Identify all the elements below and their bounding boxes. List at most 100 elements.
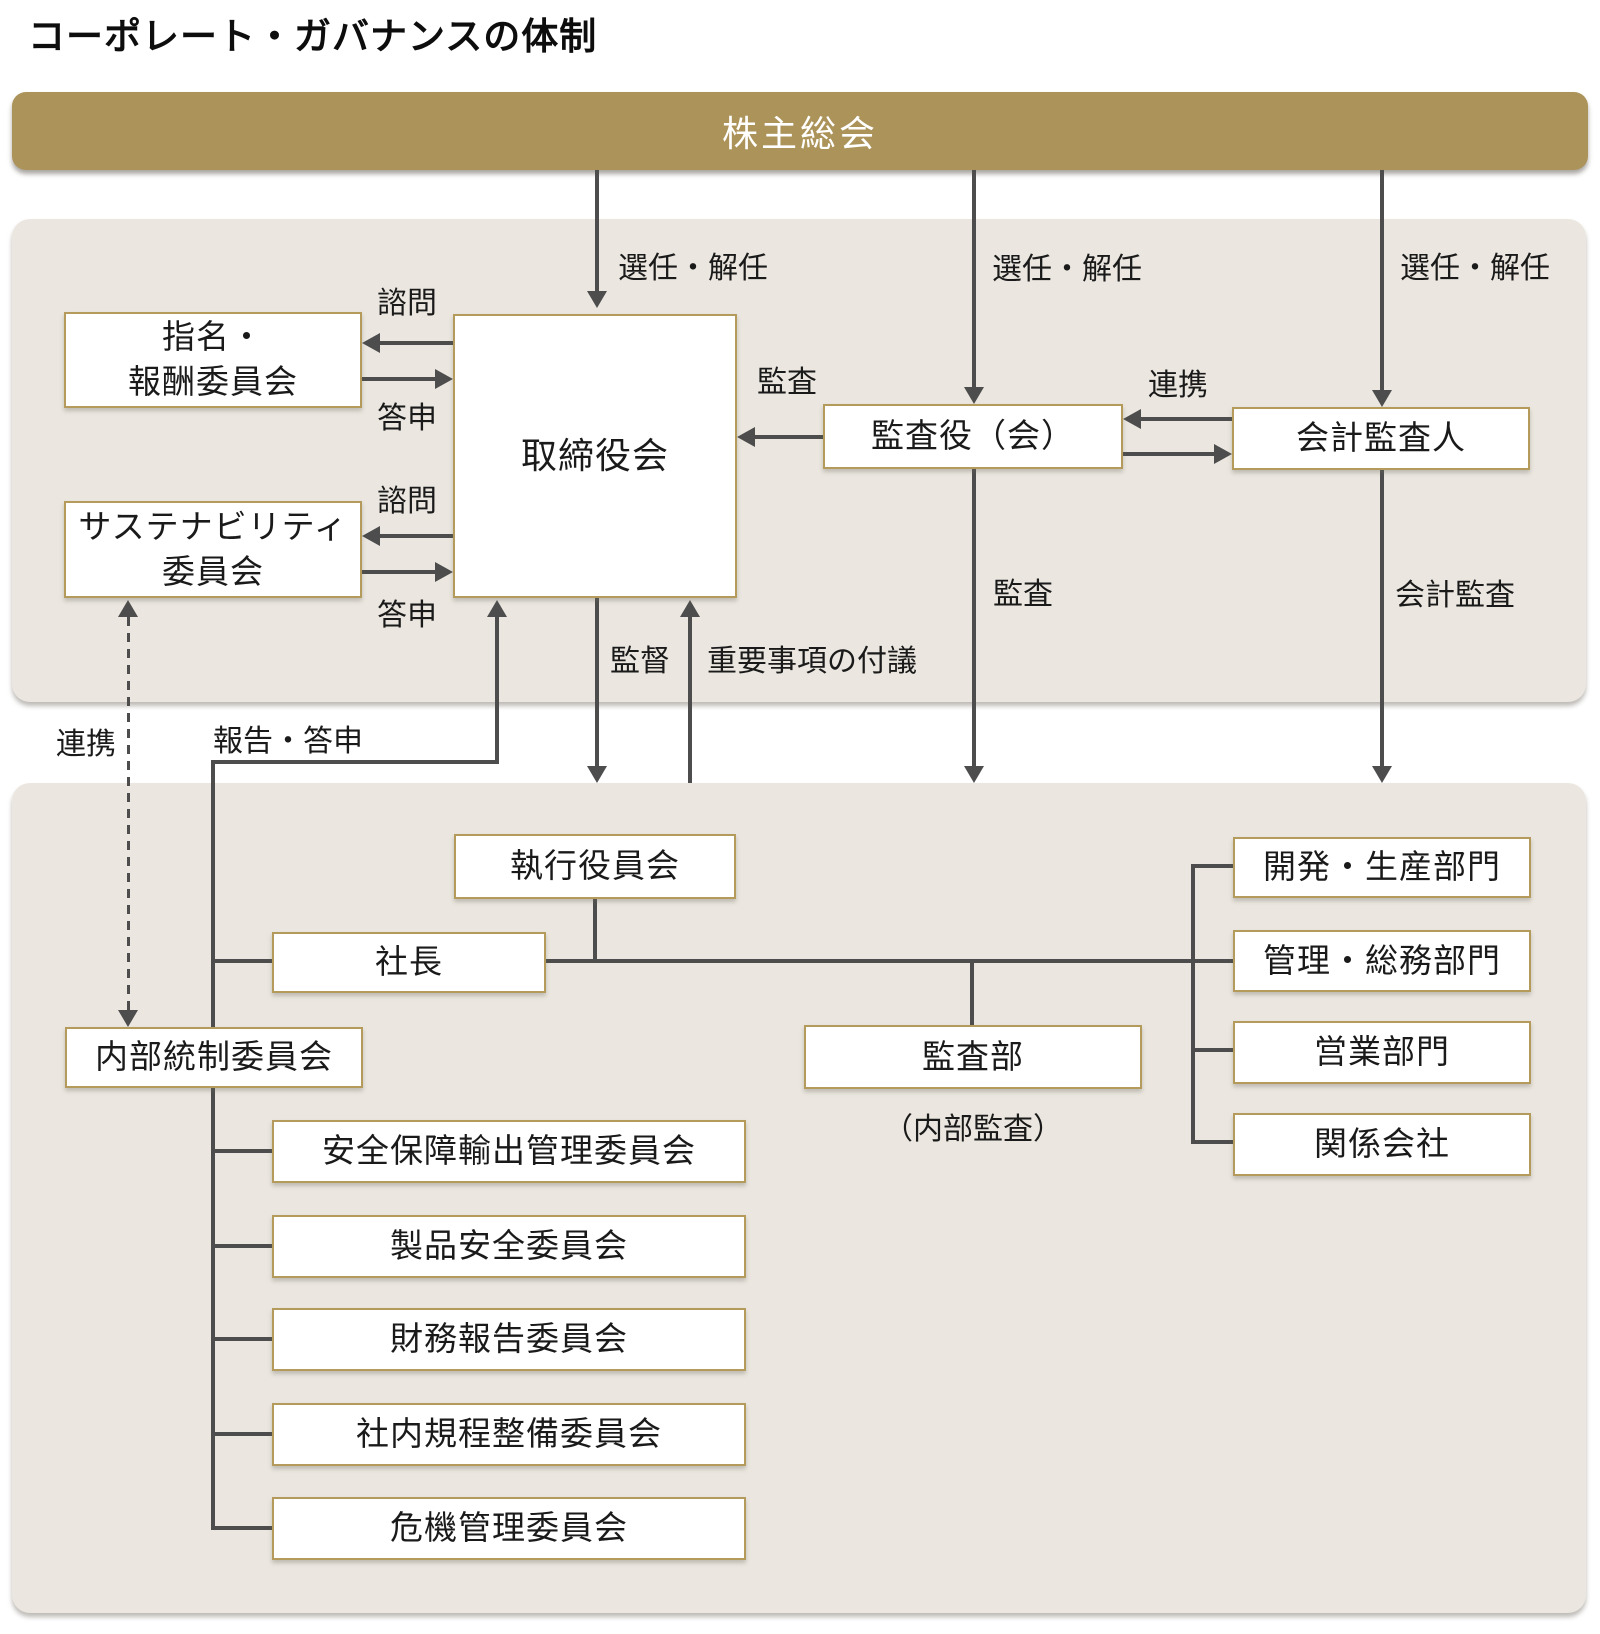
edge-report-nomination-line bbox=[362, 377, 435, 381]
arrowhead-down-icon bbox=[1372, 390, 1392, 407]
arrowhead-right-icon bbox=[435, 562, 453, 582]
arrowhead-up-icon bbox=[680, 600, 700, 617]
committee-stub-3 bbox=[213, 1337, 272, 1341]
lower-panel bbox=[12, 783, 1586, 1613]
edge-appoint-board-line bbox=[595, 170, 599, 292]
node-nomination-line1: 指名・ bbox=[162, 318, 264, 356]
node-security-export-label: 安全保障輸出管理委員会 bbox=[322, 1132, 696, 1170]
label-important-matters: 重要事項の付議 bbox=[707, 645, 917, 678]
node-internal-control-committee: 内部統制委員会 bbox=[65, 1027, 363, 1088]
arrowhead-down-icon bbox=[964, 387, 984, 404]
arrowhead-left-icon bbox=[737, 427, 755, 447]
edge-report-sustainability-line bbox=[362, 570, 435, 574]
node-internal-regulations-committee: 社内規程整備委員会 bbox=[272, 1403, 746, 1466]
node-audit-department: 監査部 bbox=[804, 1025, 1142, 1089]
arrowhead-left-icon bbox=[1123, 409, 1141, 429]
node-product-safety-committee: 製品安全委員会 bbox=[272, 1215, 746, 1278]
edge-auditboard-auditor-line bbox=[1123, 452, 1214, 456]
committee-stub-5 bbox=[213, 1526, 272, 1530]
node-division-administration-label: 管理・総務部門 bbox=[1263, 941, 1501, 979]
edge-report-reply-horizontal bbox=[213, 760, 499, 764]
arrowhead-down-icon bbox=[1372, 766, 1392, 783]
label-cooperate-left: 連携 bbox=[56, 728, 116, 761]
arrowhead-up-icon bbox=[118, 600, 138, 617]
node-internal-control-label: 内部統制委員会 bbox=[95, 1038, 333, 1076]
node-financial-reporting-label: 財務報告委員会 bbox=[390, 1320, 628, 1358]
division-stub-1 bbox=[1191, 864, 1233, 868]
arrowhead-up-icon bbox=[487, 600, 507, 617]
node-financial-reporting-committee: 財務報告委員会 bbox=[272, 1308, 746, 1371]
node-audit-board: 監査役（会） bbox=[823, 404, 1123, 469]
edge-accounting-audit-line bbox=[1380, 470, 1384, 767]
edge-cooperate-dashed-line bbox=[127, 617, 130, 1011]
arrowhead-down-icon bbox=[587, 291, 607, 308]
node-affiliated-companies-label: 関係会社 bbox=[1314, 1125, 1450, 1163]
label-audit-down: 監査 bbox=[993, 578, 1053, 611]
committee-stub-2 bbox=[213, 1244, 272, 1248]
edge-consult-sustainability-line bbox=[380, 534, 453, 538]
division-stub-4 bbox=[1191, 1140, 1233, 1144]
divisions-riser-line bbox=[1191, 866, 1195, 1144]
edge-important-matters-line bbox=[688, 617, 692, 783]
executive-drop-line bbox=[593, 899, 597, 961]
node-crisis-management-committee: 危機管理委員会 bbox=[272, 1497, 746, 1560]
node-crisis-management-label: 危機管理委員会 bbox=[390, 1509, 628, 1547]
page-title: コーポレート・ガバナンスの体制 bbox=[28, 16, 598, 57]
node-product-safety-label: 製品安全委員会 bbox=[390, 1227, 628, 1265]
edge-report-reply-riser bbox=[495, 617, 499, 763]
president-left-stub bbox=[213, 959, 272, 963]
audit-department-stub bbox=[970, 961, 974, 1025]
node-division-administration: 管理・総務部門 bbox=[1233, 930, 1531, 992]
edge-cooperate-line bbox=[1141, 417, 1232, 421]
node-board-label: 取締役会 bbox=[520, 434, 669, 476]
node-accounting-auditor-label: 会計監査人 bbox=[1296, 419, 1466, 457]
edge-audit-board-line bbox=[755, 435, 823, 439]
node-division-sales: 営業部門 bbox=[1233, 1021, 1531, 1084]
edge-consult-nomination-line bbox=[380, 341, 453, 345]
node-audit-department-label: 監査部 bbox=[922, 1037, 1024, 1075]
node-shareholders-meeting: 株主総会 bbox=[12, 92, 1588, 170]
arrowhead-down-icon bbox=[587, 766, 607, 783]
node-nomination-committee: 指名・ 報酬委員会 bbox=[64, 312, 362, 408]
node-president-label: 社長 bbox=[375, 943, 443, 981]
node-shareholders-meeting-label: 株主総会 bbox=[721, 113, 878, 154]
edge-supervise-line bbox=[595, 598, 599, 767]
arrowhead-down-icon bbox=[118, 1010, 138, 1027]
node-president: 社長 bbox=[272, 932, 546, 993]
label-accounting-audit: 会計監査 bbox=[1395, 579, 1515, 612]
node-board-of-directors: 取締役会 bbox=[453, 314, 737, 598]
node-sustainability-line2: 委員会 bbox=[162, 552, 264, 590]
label-supervise: 監督 bbox=[610, 645, 670, 678]
node-accounting-auditor: 会計監査人 bbox=[1232, 407, 1530, 470]
node-division-development: 開発・生産部門 bbox=[1233, 837, 1531, 898]
committee-stub-4 bbox=[213, 1432, 272, 1436]
label-consult-2: 諮問 bbox=[377, 485, 437, 518]
node-sustainability-committee: サステナビリティ 委員会 bbox=[64, 501, 362, 598]
node-affiliated-companies: 関係会社 bbox=[1233, 1113, 1531, 1176]
label-consult-1: 諮問 bbox=[377, 287, 437, 320]
label-audit-to-board: 監査 bbox=[757, 366, 817, 399]
node-audit-board-label: 監査役（会） bbox=[871, 417, 1075, 455]
node-division-sales-label: 営業部門 bbox=[1314, 1033, 1450, 1071]
main-horizontal-line bbox=[546, 959, 1233, 963]
label-appoint-dismiss-2: 選任・解任 bbox=[992, 253, 1142, 286]
committee-stub-1 bbox=[213, 1149, 272, 1153]
node-internal-regulations-label: 社内規程整備委員会 bbox=[356, 1415, 662, 1453]
arrowhead-down-icon bbox=[964, 766, 984, 783]
internal-control-trunk-line bbox=[211, 760, 215, 1530]
edge-appoint-auditboard-line bbox=[972, 170, 976, 388]
label-report-back-2: 答申 bbox=[377, 599, 437, 632]
node-security-export-committee: 安全保障輸出管理委員会 bbox=[272, 1120, 746, 1183]
arrowhead-left-icon bbox=[362, 333, 380, 353]
arrowhead-right-icon bbox=[1214, 444, 1232, 464]
label-report-reply: 報告・答申 bbox=[213, 725, 363, 758]
label-appoint-dismiss-1: 選任・解任 bbox=[618, 252, 768, 285]
node-executive-committee: 執行役員会 bbox=[454, 834, 736, 899]
arrowhead-right-icon bbox=[435, 369, 453, 389]
label-cooperate-top: 連携 bbox=[1148, 369, 1208, 402]
edge-audit-down-line bbox=[972, 469, 976, 767]
division-stub-3 bbox=[1191, 1048, 1233, 1052]
node-executive-label: 執行役員会 bbox=[510, 847, 680, 885]
node-division-development-label: 開発・生産部門 bbox=[1263, 848, 1501, 886]
